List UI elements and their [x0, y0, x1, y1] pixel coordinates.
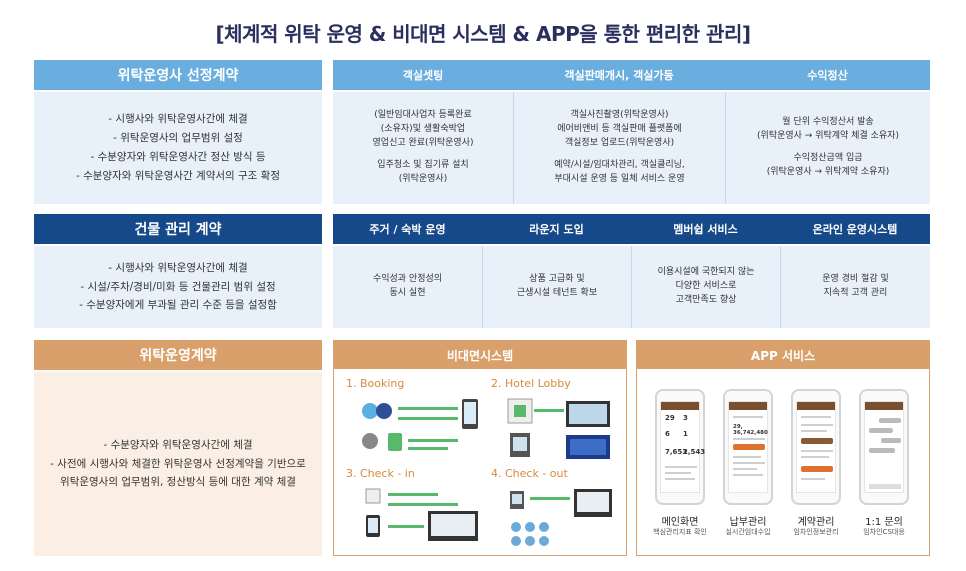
- contract3-line: - 수분양자와 위탁운영사간에 체결: [103, 438, 253, 451]
- row2-text: 고객만족도 향상: [675, 294, 737, 305]
- row1-text: 월 단위 수익정산서 발송: [782, 117, 874, 128]
- row2-header-residence: 주거 / 숙박 운영: [369, 223, 446, 236]
- row1-text: 입주청소 및 집기류 설치: [377, 159, 469, 170]
- step-lobby-label: 2. Hotel Lobby: [491, 377, 571, 390]
- app-caption-title: 계약관리: [797, 517, 835, 528]
- phone-number: 7,653: [665, 448, 688, 456]
- row2-text: 수익성과 안정성의: [372, 274, 443, 285]
- row1-header-bar: 객실셋팅 객실판매개시, 객실가동 수익정산: [333, 60, 930, 90]
- contract1-line: - 수분양자와 위탁운영사간 계약서의 구조 확정: [75, 169, 281, 182]
- row1-text: 예약/시설/임대차관리, 객실클리닝,: [554, 159, 685, 170]
- contract1-line: - 수분양자와 위탁운영사간 정산 방식 등: [90, 151, 266, 163]
- app-caption-sub: 임차인CS대응: [863, 528, 905, 536]
- contactless-frame: 비대면시스템 1. Booking 2. Hotel Lobby 3. Chec…: [333, 340, 627, 556]
- contract1-line: - 시행사와 위탁운영사간에 체결: [108, 113, 248, 126]
- app-phone-payment: 29, 36,742,480: [723, 389, 773, 505]
- row1-text: 에어비앤비 등 객실판매 플랫폼에: [557, 124, 682, 135]
- phone-number: 2,543: [683, 448, 706, 456]
- step-booking-label: 1. Booking: [346, 377, 405, 390]
- phone-number: 29: [665, 414, 675, 422]
- row1-text: (일반임대사업자 등록완료: [374, 110, 472, 121]
- lobby-illustration: [507, 398, 610, 459]
- phone-number: 6: [665, 430, 670, 438]
- row2-text: 동시 실현: [389, 288, 426, 298]
- row2-cell: 상품 고급화 및 근생시설 테넌트 확보: [482, 246, 631, 328]
- row2-cell: 수익성과 안정성의 동시 실현: [333, 246, 482, 328]
- page-title: [체계적 위탁 운영 & 비대면 시스템 & APP을 통한 편리한 관리]: [215, 22, 752, 46]
- booking-illustration: [362, 399, 478, 451]
- phone-screen: [864, 401, 904, 493]
- row2-text: 이용시설에 국한되지 않는: [657, 267, 755, 278]
- row1-text: 객실사진촬영(위탁운영사): [570, 110, 669, 121]
- phone-number: 3: [683, 414, 688, 422]
- contract3-header: 위탁운영계약: [34, 340, 322, 370]
- row2-cell: 이용시설에 국한되지 않는 다양한 서비스로 고객만족도 향상: [631, 246, 780, 328]
- row2-header-online: 온라인 운영시스템: [812, 223, 898, 236]
- app-caption-title: 메인화면: [661, 517, 699, 528]
- phone-screen: 29, 36,742,480: [728, 401, 768, 493]
- row1-text: 영업신고 완료(위탁운영사): [372, 138, 474, 149]
- checkout-illustration: [510, 489, 612, 546]
- contract1-line: - 위탁운영사의 업무범위 설정: [113, 132, 243, 145]
- row1-text: (소유자)및 생활숙박업: [380, 124, 466, 135]
- row2-panel: 수익성과 안정성의 동시 실현 상품 고급화 및 근생시설 테넌트 확보 이용시…: [333, 246, 930, 328]
- contract3-line: - 사전에 시행사와 체결한 위탁운영사 선정계약을 기반으로: [50, 457, 306, 470]
- phone-screen: [796, 401, 836, 493]
- row1-header-sales: 객실판매개시, 객실가동: [564, 69, 674, 82]
- row2-header-bar: 주거 / 숙박 운영 라운지 도입 멤버쉽 서비스 온라인 운영시스템: [333, 214, 930, 244]
- app-frame: APP 서비스 29 3 6 1 7,653 2,543 29, 36,742,…: [636, 340, 930, 556]
- row1-text: 수익정산금액 입금: [793, 153, 863, 163]
- contract3-panel: - 수분양자와 위탁운영사간에 체결 - 사전에 시행사와 체결한 위탁운영사 …: [34, 372, 322, 556]
- step-checkout-label: 4. Check - out: [491, 467, 568, 480]
- contract3-line: 위탁운영사의 업무범위, 정산방식 등에 대한 계약 체결: [60, 476, 296, 489]
- contract2-line: - 시행사와 위탁운영사간에 체결: [108, 261, 248, 274]
- contract2-line: - 수분양자에게 부과될 관리 수준 등을 설정함: [79, 299, 277, 312]
- contract2-header: 건물 관리 계약: [34, 214, 322, 244]
- row1-text: 객실정보 업로드(위탁운영사): [564, 138, 675, 149]
- row1-col-settlement: 월 단위 수익정산서 발송 (위탁운영사 → 위탁계약 체결 소유자) 수익정산…: [725, 92, 930, 204]
- row1-text: (위탁운영사): [398, 173, 448, 184]
- row2-text: 지속적 고객 관리: [823, 288, 888, 298]
- app-phone-inquiry: [859, 389, 909, 505]
- phone-number: 29, 36,742,480: [733, 424, 768, 436]
- row1-col-setting: (일반임대사업자 등록완료 (소유자)및 생활숙박업 영업신고 완료(위탁운영사…: [333, 92, 513, 204]
- row2-text: 근생시설 테넌트 확보: [516, 288, 598, 298]
- app-phone-contract: [791, 389, 841, 505]
- row1-text: (위탁운영사 → 위탁계약 소유자): [766, 166, 890, 177]
- row1-header-settlement: 수익정산: [807, 69, 848, 82]
- contract2-panel: - 시행사와 위탁운영사간에 체결 - 시설/주차/경비/미화 등 건물관리 범…: [34, 246, 322, 328]
- contract1-header: 위탁운영사 선정계약: [34, 60, 322, 90]
- contactless-header: 비대면시스템: [334, 341, 626, 369]
- app-caption-title: 1:1 문의: [865, 517, 903, 528]
- row1-text: (위탁운영사 → 위탁계약 체결 소유자): [757, 131, 899, 142]
- app-caption-sub: 임차인정보관리: [793, 528, 839, 536]
- row1-text: 부대시설 운영 등 일체 서비스 운영: [554, 173, 685, 184]
- row2-header-membership: 멤버쉽 서비스: [673, 223, 738, 236]
- row1-panel: (일반임대사업자 등록완료 (소유자)및 생활숙박업 영업신고 완료(위탁운영사…: [333, 92, 930, 204]
- row1-header-setting: 객실셋팅: [402, 69, 444, 82]
- app-phone-main: 29 3 6 1 7,653 2,543: [655, 389, 705, 505]
- row2-cell: 운영 경비 절감 및 지속적 고객 관리: [780, 246, 930, 328]
- contract2-line: - 시설/주차/경비/미화 등 건물관리 범위 설정: [80, 280, 276, 293]
- row2-text: 다양한 서비스로: [675, 281, 737, 292]
- row1-col-sales: 객실사진촬영(위탁운영사) 에어비앤비 등 객실판매 플랫폼에 객실정보 업로드…: [513, 92, 725, 204]
- app-caption-title: 납부관리: [729, 517, 767, 528]
- row2-header-lounge: 라운지 도입: [529, 223, 584, 236]
- checkin-illustration: [365, 488, 478, 541]
- app-caption-sub: 실시간임대수입: [725, 528, 771, 536]
- step-checkin-label: 3. Check - in: [346, 467, 415, 480]
- phone-number: 1: [683, 430, 688, 438]
- row2-text: 운영 경비 절감 및: [822, 274, 889, 285]
- contract1-panel: - 시행사와 위탁운영사간에 체결 - 위탁운영사의 업무범위 설정 - 수분양…: [34, 92, 322, 204]
- phone-screen: 29 3 6 1 7,653 2,543: [660, 401, 705, 493]
- app-header: APP 서비스: [637, 341, 929, 369]
- row2-text: 상품 고급화 및: [529, 274, 585, 285]
- app-caption-sub: 핵심관리지표 확인: [653, 528, 707, 536]
